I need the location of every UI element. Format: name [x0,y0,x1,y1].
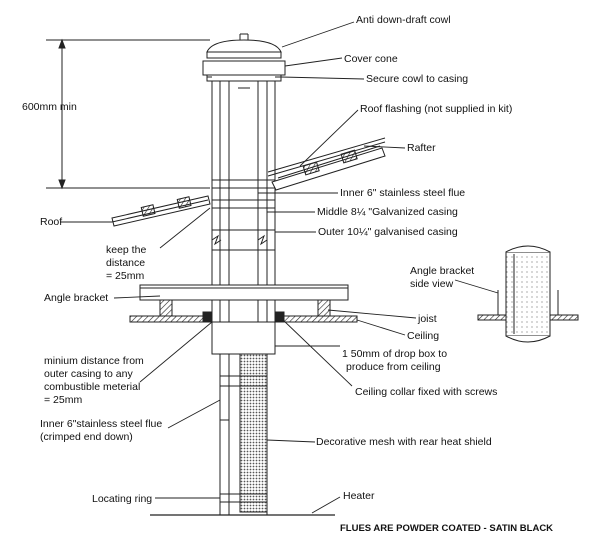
label-roof: Roof [40,216,63,228]
label-ceiling-collar: Ceiling collar fixed with screws [355,386,498,398]
ceiling [129,311,358,323]
label-cover-cone: Cover cone [344,53,398,65]
label-rafter: Rafter [407,142,436,154]
label-min-distance-1: minium distance from [44,355,144,367]
label-angle-bracket: Angle bracket [44,292,109,304]
label-inner-flue-crimped-1: Inner 6"stainless steel flue [40,418,163,430]
roof [111,195,211,227]
label-angle-bracket-side-1: Angle bracket [410,265,475,277]
label-min-distance-4: = 25mm [44,394,83,406]
dimension-600mm [46,38,210,190]
leader-lines [60,21,499,514]
label-keep-distance-1: keep the [106,244,147,256]
label-outer-casing: Outer 10¼" galvanised casing [318,226,458,238]
label-drop-box-2: produce from ceiling [346,361,441,373]
label-inner-flue-crimped-2: (crimped end down) [40,431,133,443]
label-600mm: 600mm min [22,101,77,113]
drop-box [211,321,276,355]
cover-cone [202,60,286,82]
roof-flashing [267,137,386,191]
label-min-distance-2: outer casing to any [44,368,133,380]
label-anti-down-draft-cowl: Anti down-draft cowl [356,14,451,26]
upper-casing [211,81,276,345]
label-middle-casing: Middle 8¼ "Galvanized casing [317,206,458,218]
label-ceiling: Ceiling [407,330,440,342]
label-heater: Heater [343,490,375,502]
label-joist: joist [418,313,437,325]
label-keep-distance-3: = 25mm [106,270,145,282]
label-keep-distance-2: distance [106,257,146,269]
label-locating-ring: Locating ring [92,493,153,505]
anti-down-draft-cowl [206,33,282,59]
label-min-distance-3: combustible meterial [44,381,141,393]
lower-flue [219,353,268,515]
angle-bracket [139,284,349,301]
label-secure-cowl: Secure cowl to casing [366,73,469,85]
label-drop-box-1: 1 50mm of drop box to [342,348,448,360]
label-inner-flue: Inner 6" stainless steel flue [340,187,466,199]
angle-bracket-side-view [477,245,579,343]
joists [159,299,331,317]
footer-note: FLUES ARE POWDER COATED - SATIN BLACK [340,523,554,534]
label-roof-flashing: Roof flashing (not supplied in kit) [360,103,513,115]
label-angle-bracket-side-2: side view [410,278,454,290]
label-decorative-mesh: Decorative mesh with rear heat shield [316,436,492,448]
